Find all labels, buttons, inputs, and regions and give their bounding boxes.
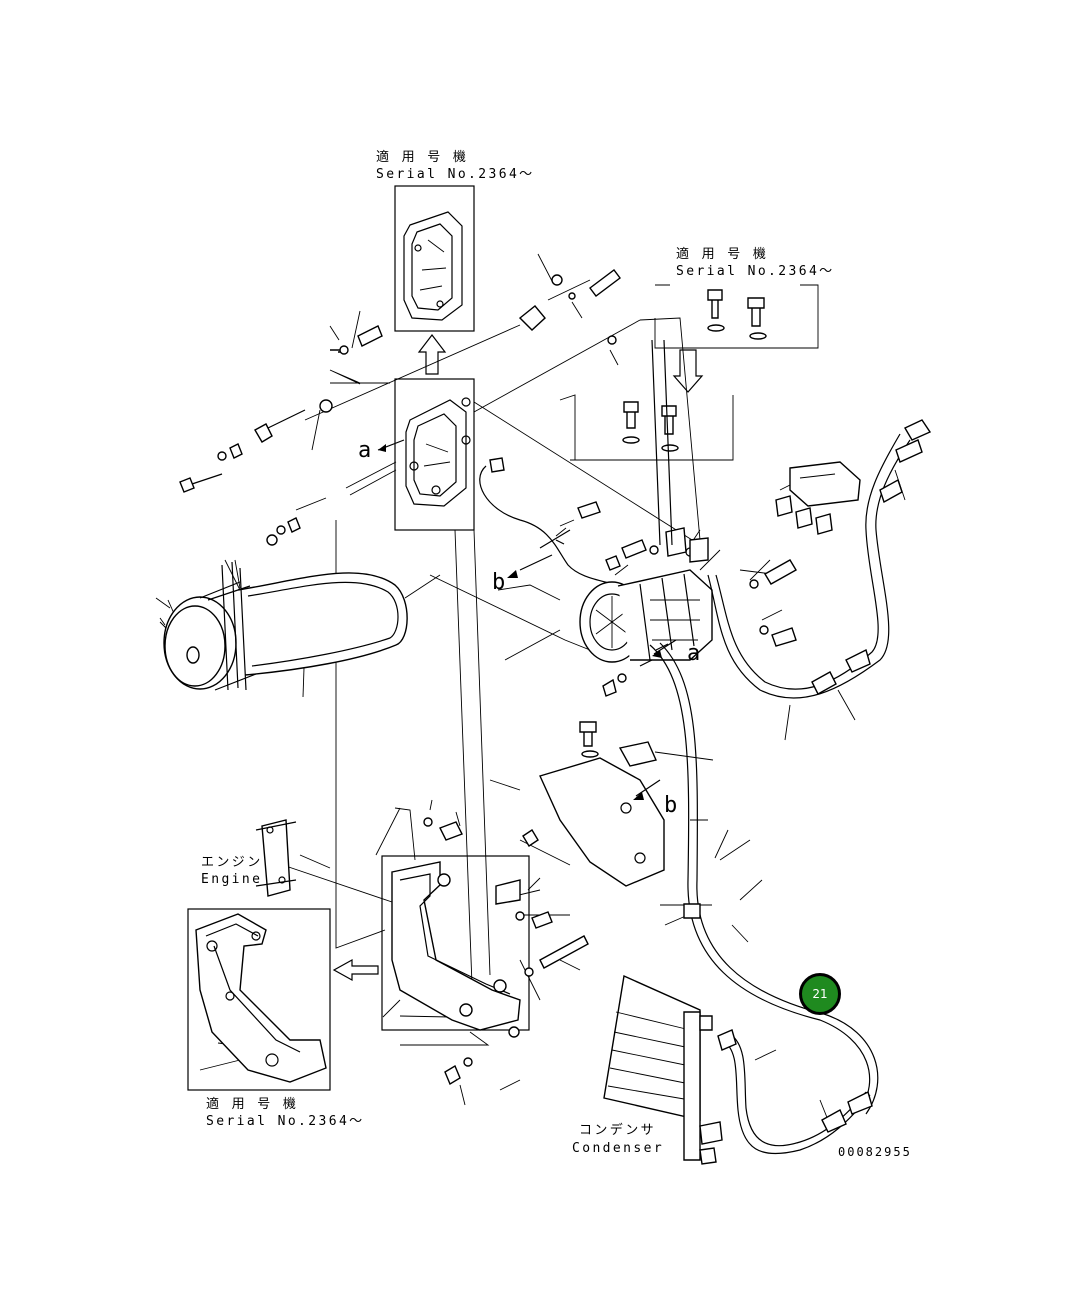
inset-bracket-top	[394, 185, 475, 332]
callout-number: 21	[812, 987, 828, 1001]
serial-label-en-2: Serial No.2364～	[676, 264, 835, 279]
inset-bracket-lower-left	[187, 908, 331, 1091]
view-marker-b-2: b	[664, 793, 678, 818]
inset-bracket-mid	[394, 378, 475, 531]
drawing-number: 00082955	[838, 1145, 912, 1159]
inset-bolts-mid	[622, 401, 679, 452]
arrow-up-1	[417, 334, 447, 375]
condenser-label-en: Condenser	[572, 1141, 665, 1156]
cable-sensor	[479, 457, 621, 587]
serial-label-jp-3: 適 用 号 機	[206, 1097, 299, 1112]
view-marker-b-1: b	[492, 570, 506, 595]
part-callout-21[interactable]: 21	[799, 973, 841, 1015]
condenser-unit	[603, 974, 723, 1165]
arrow-left	[332, 958, 379, 982]
receiver-bracket	[775, 461, 861, 535]
serial-label-en-1: Serial No.2364～	[376, 167, 535, 182]
condenser-label-jp: コンデンサ	[579, 1123, 657, 1138]
engine-label-jp: エンジン	[201, 855, 263, 870]
belt-pulley	[155, 561, 408, 691]
cover-plate	[522, 721, 665, 887]
inset-bolts-right	[672, 289, 767, 393]
view-marker-a-2: a	[687, 641, 701, 666]
hoses	[649, 339, 932, 1155]
engine-label-en: Engine	[201, 872, 263, 887]
bolts-upper-left	[179, 269, 621, 546]
compressor	[579, 527, 713, 697]
serial-label-jp-1: 適 用 号 機	[376, 150, 469, 165]
serial-label-en-3: Serial No.2364～	[206, 1114, 365, 1129]
lower-bracket	[255, 817, 589, 1086]
view-arrows	[377, 439, 677, 800]
bolts-right	[749, 559, 797, 647]
serial-label-jp-2: 適 用 号 機	[676, 247, 769, 262]
view-marker-a-1: a	[358, 438, 372, 463]
